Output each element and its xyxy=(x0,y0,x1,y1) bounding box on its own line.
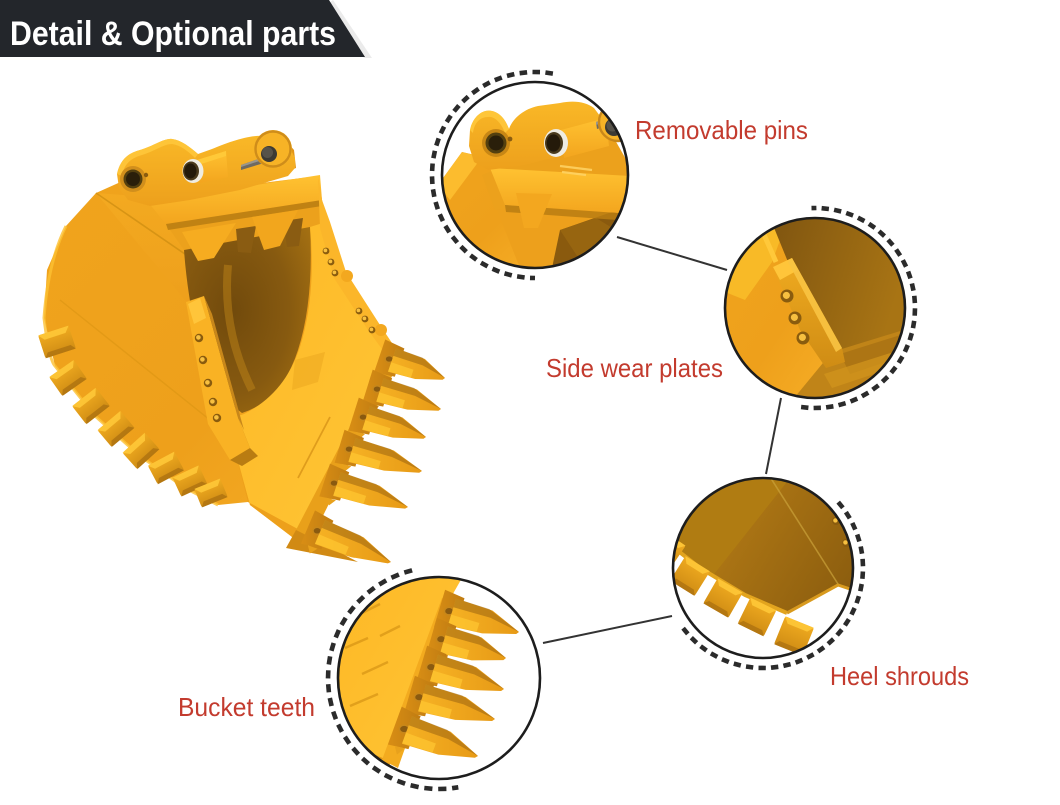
svg-text:Detail & Optional parts: Detail & Optional parts xyxy=(10,15,336,53)
svg-text:Heel shrouds: Heel shrouds xyxy=(830,661,969,691)
svg-text:Removable pins: Removable pins xyxy=(635,115,808,145)
svg-text:Side wear plates: Side wear plates xyxy=(546,353,723,383)
svg-text:Bucket teeth: Bucket teeth xyxy=(178,692,315,722)
